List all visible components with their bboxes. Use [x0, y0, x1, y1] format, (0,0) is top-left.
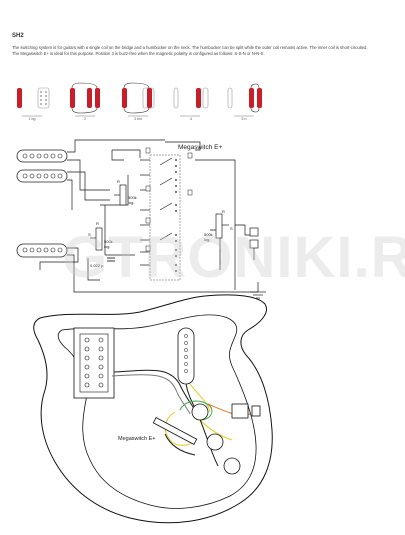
volume-pot-r-label: R: [96, 221, 99, 226]
tone-pot-taper: log.: [128, 200, 134, 205]
position-3-label: 3 b/n: [134, 117, 142, 121]
description: The switching system is for guitars with…: [12, 45, 397, 57]
position-3-diagram: [122, 82, 155, 117]
tone-pot-value: 500k: [128, 195, 137, 200]
body-single-coil: [177, 327, 195, 385]
description-line-1: The switching system is for guitars with…: [12, 45, 368, 50]
second-pot-taper: log.: [204, 237, 210, 242]
second-pot-s-label: S: [230, 226, 233, 231]
schematic-wires: [39, 139, 259, 293]
tone-pot-r-label: R: [117, 179, 120, 184]
watermark: GTRONIKI.RU: [62, 225, 405, 290]
position-4-label: 4: [190, 117, 192, 121]
ground-symbol: [250, 291, 266, 299]
body-pot-3: [223, 457, 241, 475]
second-pot-value: 500k: [204, 232, 213, 237]
megaswitch-title: Megaswitch E+: [178, 144, 222, 151]
body-pot-1: [191, 403, 209, 421]
section-title: SH2: [12, 33, 24, 39]
position-4-diagram: [173, 87, 209, 117]
tone-capacitor: [107, 257, 115, 262]
position-1-diagram: [17, 87, 50, 117]
pickguard-outline: [57, 314, 257, 509]
position-2-label: 2: [84, 117, 86, 121]
volume-pot-value: 500k: [104, 239, 113, 244]
tone-capacitor-value: 0.022 µ: [90, 263, 104, 268]
body-pot-2: [206, 433, 224, 451]
position-2-diagram: [70, 82, 100, 117]
volume-pot-s-label: S: [88, 232, 91, 237]
body-output-jack: [231, 403, 261, 419]
second-pot-schematic: [215, 213, 229, 239]
bridge-single-coil-schematic: [16, 243, 68, 258]
tone-pot-schematic: [114, 184, 127, 206]
body-neck-humbucker: [73, 327, 115, 399]
body-megaswitch: [152, 417, 198, 445]
megaswitch-schematic: [145, 147, 193, 281]
volume-pot-schematic: [90, 227, 103, 251]
position-5-diagram: [227, 83, 262, 117]
output-jack-schematic: [249, 227, 259, 260]
body-megaswitch-label: Megaswitch E+: [118, 436, 155, 442]
neck-humbucker-schematic: [16, 149, 68, 183]
description-line-2: The Megaswitch E+ is ideal for this purp…: [12, 51, 265, 56]
second-pot-r-label: R: [222, 209, 225, 214]
volume-pot-taper: log.: [104, 244, 110, 249]
position-1-label: 1 bg: [28, 117, 36, 121]
position-5-label: 5 n: [241, 117, 247, 121]
